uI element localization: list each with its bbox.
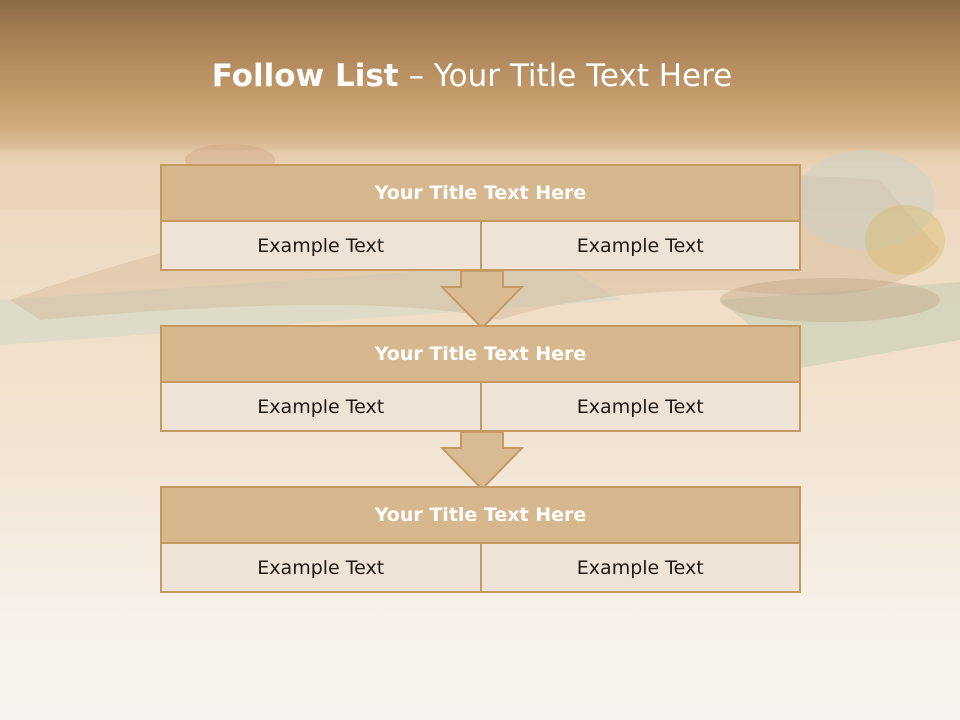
title-bold: Follow List bbox=[211, 58, 399, 94]
block-row: Example Text Example Text bbox=[162, 544, 799, 591]
block-cell-right: Example Text bbox=[479, 383, 800, 430]
block-cell-right: Example Text bbox=[479, 222, 800, 269]
block-row: Example Text Example Text bbox=[162, 383, 799, 430]
down-arrow-icon bbox=[440, 431, 524, 491]
flow-block-1: Your Title Text Here Example Text Exampl… bbox=[160, 164, 801, 271]
block-title: Your Title Text Here bbox=[162, 488, 799, 544]
block-cell-right: Example Text bbox=[479, 544, 800, 591]
flow-block-3: Your Title Text Here Example Text Exampl… bbox=[160, 486, 801, 593]
block-cell-left: Example Text bbox=[257, 234, 385, 257]
flow-block-2: Your Title Text Here Example Text Exampl… bbox=[160, 325, 801, 432]
block-cell-left: Example Text bbox=[257, 556, 385, 579]
block-cell-left: Example Text bbox=[257, 395, 385, 418]
block-row: Example Text Example Text bbox=[162, 222, 799, 269]
down-arrow-icon bbox=[440, 270, 524, 330]
block-title: Your Title Text Here bbox=[162, 166, 799, 222]
title-rest: – Your Title Text Here bbox=[398, 58, 733, 94]
block-title: Your Title Text Here bbox=[162, 327, 799, 383]
slide-title: Follow List – Your Title Text Here bbox=[0, 58, 944, 94]
